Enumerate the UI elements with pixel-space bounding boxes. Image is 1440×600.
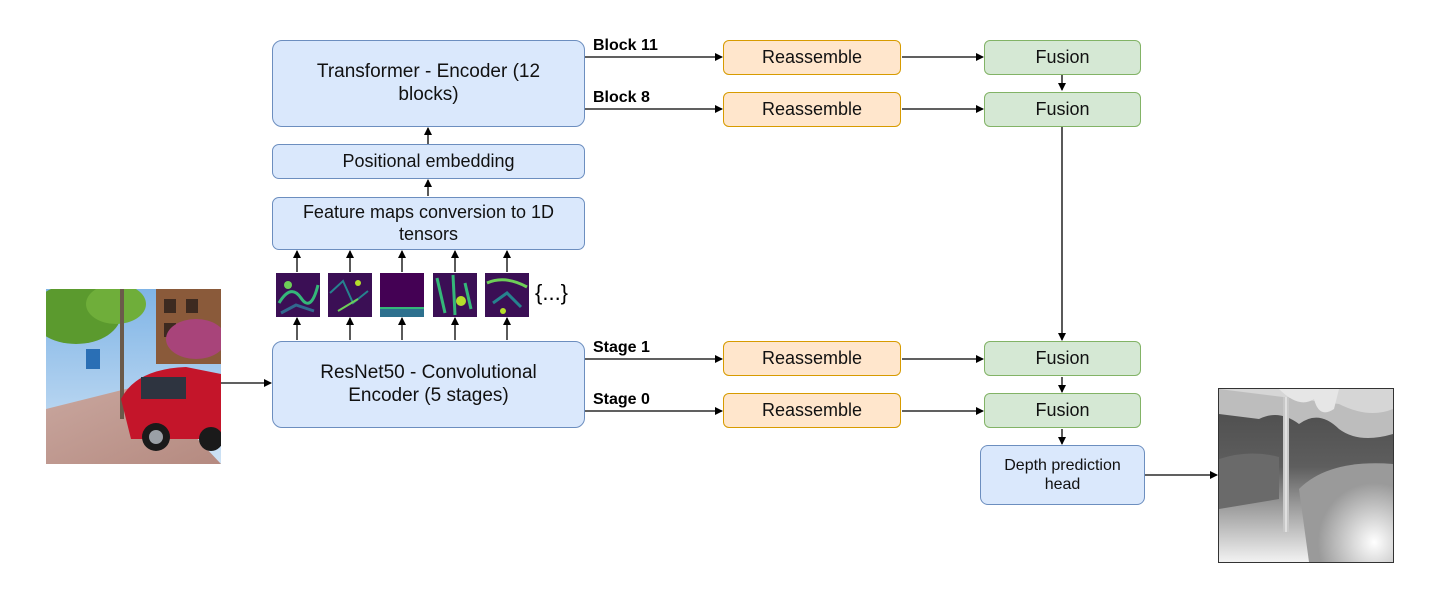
positional-embedding-label: Positional embedding (342, 150, 515, 171)
resnet-encoder-label: ResNet50 - Convolutional Encoder (5 stag… (320, 361, 537, 406)
reassemble-box-stage0: Reassemble (723, 393, 901, 428)
reassemble-label: Reassemble (761, 46, 863, 67)
feature-map-3 (380, 273, 424, 317)
reassemble-label: Reassemble (761, 347, 863, 368)
tap-label-block8: Block 8 (593, 89, 650, 106)
reassemble-box-stage1: Reassemble (723, 341, 901, 376)
fusion-label: Fusion (1035, 98, 1090, 119)
transformer-encoder-box: Transformer - Encoder (12 blocks) (272, 40, 585, 127)
positional-embedding-box: Positional embedding (272, 144, 585, 179)
input-street-photo (46, 289, 221, 464)
feature-map-4 (433, 273, 477, 317)
feature-map-2 (328, 273, 372, 317)
output-depth-map (1218, 388, 1394, 563)
depth-head-label: Depth prediction head (1004, 456, 1121, 493)
feature-conversion-label: Feature maps conversion to 1D tensors (302, 201, 555, 244)
fusion-box-4: Fusion (984, 393, 1141, 428)
transformer-encoder-label: Transformer - Encoder (12 blocks) (316, 60, 541, 105)
fusion-label: Fusion (1035, 347, 1090, 368)
reassemble-box-block8: Reassemble (723, 92, 901, 127)
fusion-box-3: Fusion (984, 341, 1141, 376)
resnet-encoder-box: ResNet50 - Convolutional Encoder (5 stag… (272, 341, 585, 428)
feature-map-5 (485, 273, 529, 317)
tap-label-stage1: Stage 1 (593, 339, 650, 356)
reassemble-label: Reassemble (761, 98, 863, 119)
fusion-box-2: Fusion (984, 92, 1141, 127)
tap-label-stage0: Stage 0 (593, 391, 650, 408)
tap-label-block11: Block 11 (593, 37, 658, 54)
reassemble-label: Reassemble (761, 399, 863, 420)
fusion-box-1: Fusion (984, 40, 1141, 75)
fusion-label: Fusion (1035, 399, 1090, 420)
feature-conversion-box: Feature maps conversion to 1D tensors (272, 197, 585, 250)
reassemble-box-block11: Reassemble (723, 40, 901, 75)
fusion-label: Fusion (1035, 46, 1090, 67)
depth-head-box: Depth prediction head (980, 445, 1145, 505)
feature-maps-ellipsis: {...} (535, 280, 569, 305)
feature-map-1 (276, 273, 320, 317)
